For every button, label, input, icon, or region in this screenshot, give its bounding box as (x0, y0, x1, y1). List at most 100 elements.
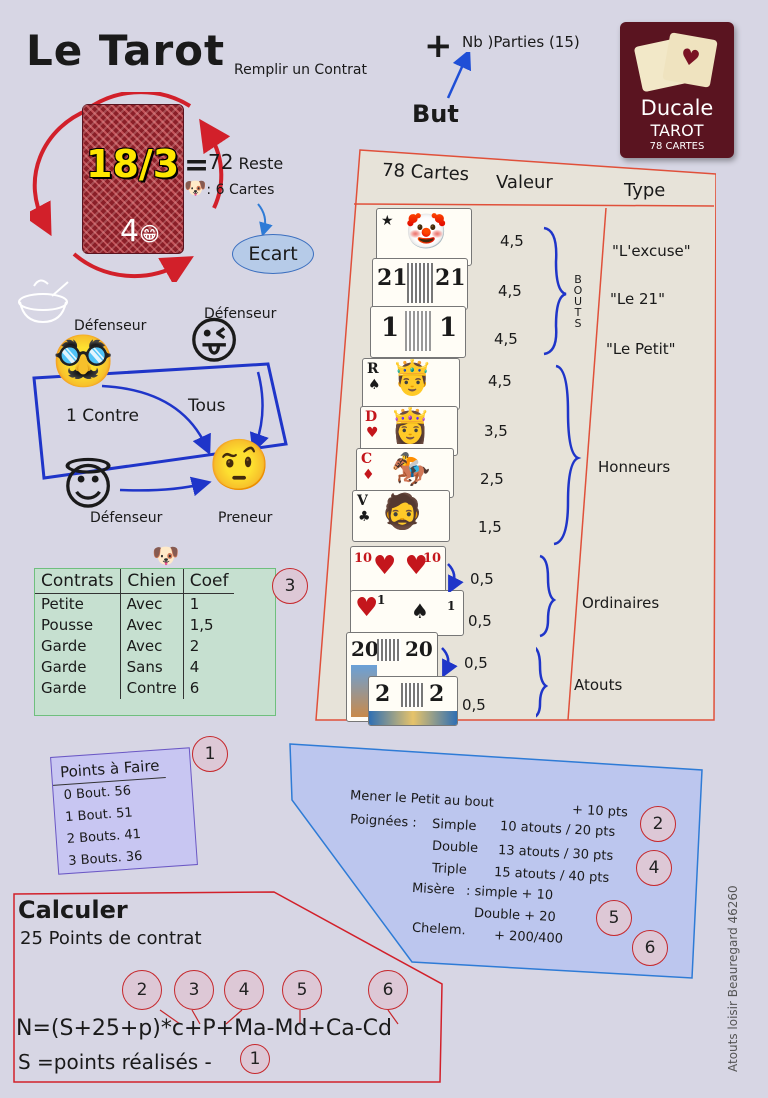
card-valet-trefle: V ♣ 🧔 (352, 490, 450, 542)
equals-sign: = (184, 148, 210, 183)
poignee-simple-label: Simple (431, 816, 477, 835)
badge-3: 3 (174, 970, 214, 1010)
card-atout-2: 2 2 (368, 676, 458, 726)
box-brand: Ducale (640, 96, 714, 120)
badge-1: 1 (192, 736, 228, 772)
badge-3: 3 (272, 568, 308, 604)
chien-cards: 🐶: 6 Cartes (184, 178, 275, 199)
badge-4: 4 (636, 850, 672, 886)
page-subtitle: Remplir un Contrat (234, 62, 367, 78)
halo-face-icon: 😇 (62, 458, 115, 516)
but-label: But (412, 100, 459, 128)
bowl-icon (18, 279, 69, 324)
jester-icon: 🤡 (405, 212, 448, 252)
poignee-double-label: Double (431, 838, 479, 857)
value-ordinaire-1: 0,5 (470, 570, 494, 588)
col-header-chien: Chien (120, 569, 184, 594)
ducale-tarot-box: ♥ Ducale TAROT 78 CARTES (620, 22, 734, 158)
preneur-label: Preneur (218, 510, 273, 526)
card-excuse: ★ 🤡 (376, 208, 472, 266)
value-excuse: 4,5 (500, 232, 524, 250)
poignee-triple-label: Triple (431, 861, 468, 878)
ordinaire-arrow (447, 563, 464, 592)
box-cards-illustration: ♥ (633, 32, 718, 94)
deal-split: 18/3 (86, 142, 180, 186)
box-game: TAROT (650, 121, 704, 140)
dog-icon: 🐶 (184, 178, 207, 199)
type-atouts: Atouts (574, 676, 623, 694)
dog-icon: 🐶 (152, 544, 180, 569)
badge-6: 6 (368, 970, 408, 1010)
but-arrow (446, 52, 472, 99)
smile-icon: 😁 (139, 222, 160, 246)
col-header-coef: Coef (183, 569, 235, 594)
credit-text: Atouts loisir Beauregard 46260 (726, 885, 740, 1072)
type-excuse: "L'excuse" (612, 242, 691, 260)
col-header-valeur: Valeur (496, 172, 553, 193)
calculer-subtitle: 25 Points de contrat (20, 928, 202, 949)
category-braces (536, 226, 582, 718)
reste-label: 72 Reste (208, 150, 284, 174)
badge-2: 2 (122, 970, 162, 1010)
ecart-bubble: Ecart (232, 234, 314, 274)
value-valet: 1,5 (478, 518, 502, 536)
type-petit: "Le Petit" (606, 340, 676, 358)
value-21: 4,5 (498, 282, 522, 300)
badge-5: 5 (282, 970, 322, 1010)
parties-label: Nb )Parties (15) (462, 33, 580, 51)
winking-tongue-face-icon: 😜 (188, 312, 241, 370)
badge-2: 2 (640, 806, 676, 842)
jack-icon: 🧔 (381, 492, 424, 532)
page-title: Le Tarot (26, 26, 226, 75)
heart-icon: ♥ (678, 44, 703, 73)
value-atout-1: 0,5 (464, 654, 488, 672)
type-honneurs: Honneurs (598, 458, 671, 476)
badge-6: 6 (632, 930, 668, 966)
col-header-contrats: Contrats (35, 569, 121, 594)
value-dame: 3,5 (484, 422, 508, 440)
type-21: "Le 21" (610, 290, 665, 308)
col-header-cartes: 78 Cartes (381, 159, 470, 186)
value-ordinaire-2: 0,5 (468, 612, 492, 630)
calculer-panel (13, 891, 443, 1083)
formula-links (159, 1009, 399, 1025)
atout-arrow (441, 647, 458, 676)
card-petit: 1 1 (370, 306, 466, 358)
king-icon: 🤴 (391, 358, 434, 398)
card-21: 21 21 (372, 258, 468, 310)
score-formula: N=(S+25+p)*c+P+Ma-Md+Ca-Cd (16, 1016, 392, 1041)
points-a-faire-card: Points à Faire 0 Bout. 56 1 Bout. 51 2 B… (50, 747, 198, 875)
defenseur-right-label: Défenseur (204, 306, 277, 322)
card-as-pique: ♥ 1 ♠ 1 (350, 590, 464, 636)
value-petit: 4,5 (494, 330, 518, 348)
four-players: 4😁 (120, 214, 160, 249)
defenseur-left-label: Défenseur (74, 318, 147, 334)
box-count: 78 CARTES (649, 141, 705, 152)
badge-1: 1 (240, 1044, 270, 1074)
s-definition: S =points réalisés - (18, 1050, 212, 1074)
deal-cycle-arrows (30, 92, 230, 282)
mener-petit-points: + 10 pts (571, 802, 629, 821)
value-roi: 4,5 (488, 372, 512, 390)
players-box (32, 362, 288, 497)
value-cavalier: 2,5 (480, 470, 504, 488)
contre-label: 1 Contre (66, 406, 140, 426)
plus-sign: + (424, 26, 453, 66)
card-roi-pique: R ♠ 🤴 (362, 358, 460, 410)
calculer-title: Calculer (18, 896, 128, 924)
knight-icon: 🏇 (391, 450, 431, 488)
col-header-type: Type (624, 180, 666, 201)
type-ordinaires: Ordinaires (582, 594, 660, 612)
disguise-face-icon: 🥸 (52, 332, 115, 390)
ecart-arrow (257, 203, 273, 236)
tous-label: Tous (188, 396, 226, 416)
card-dame-coeur: D ♥ 👸 (360, 406, 458, 456)
